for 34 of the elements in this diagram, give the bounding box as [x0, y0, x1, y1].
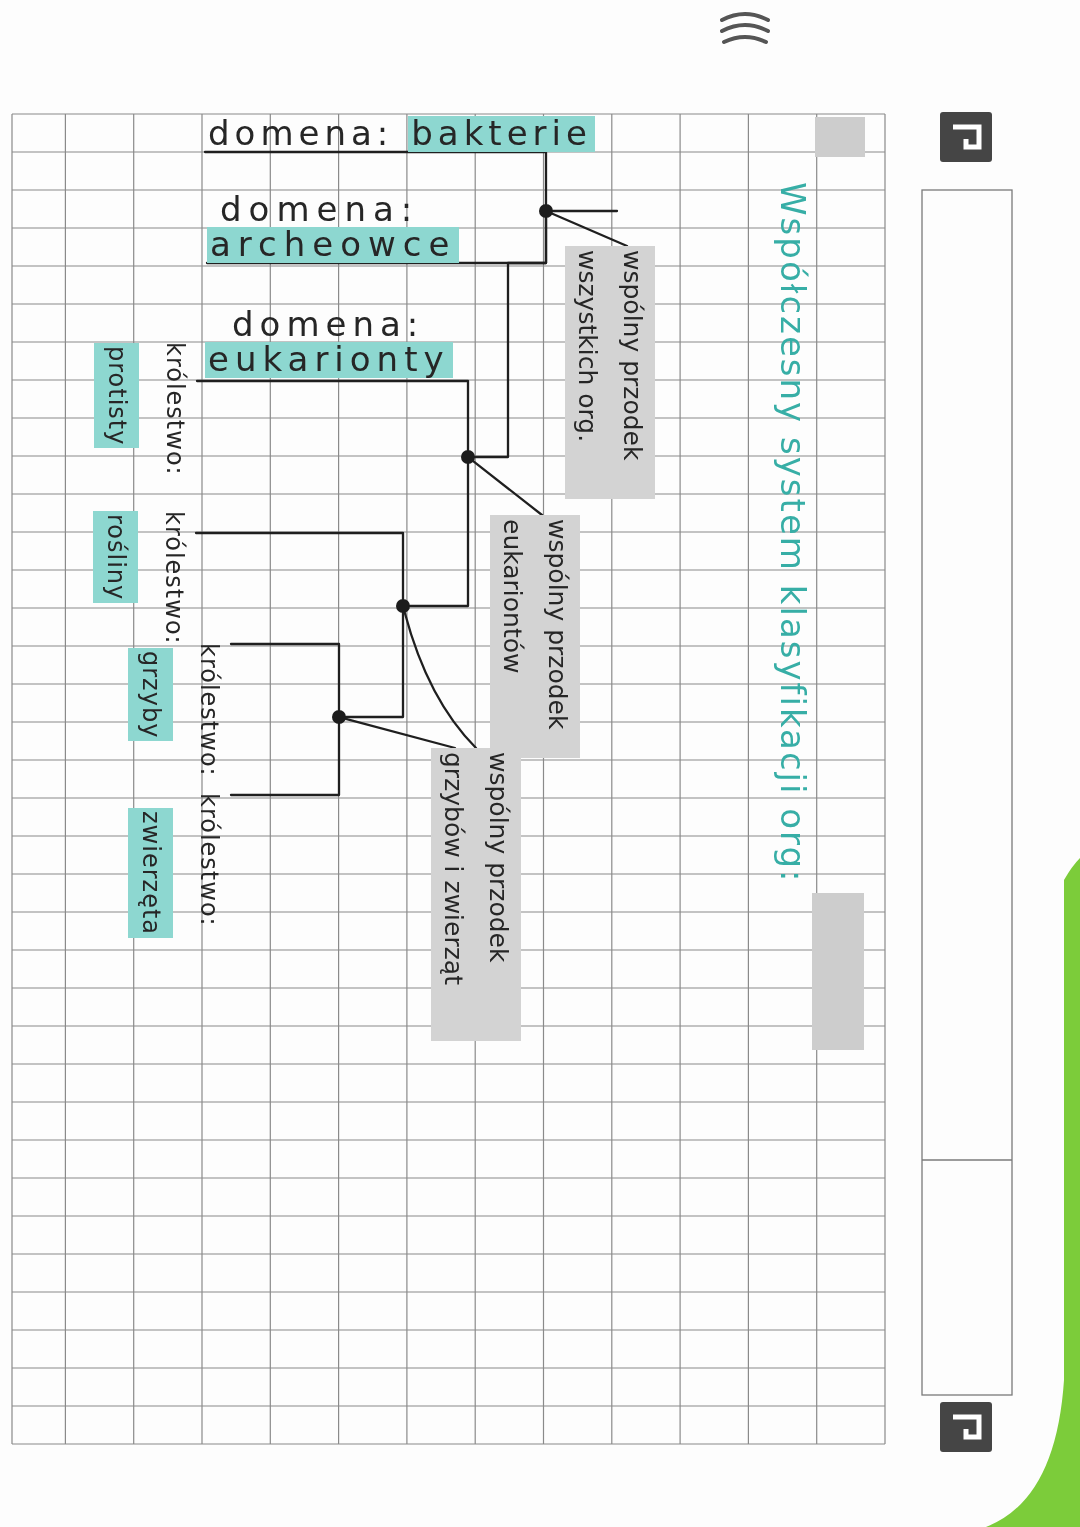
branch-line [195, 379, 470, 452]
taxon-name: zwierzęta [127, 808, 174, 938]
ancestor-label: wspólny przodek wszystkich org. [565, 246, 655, 499]
leader-line [344, 717, 457, 750]
root-line [551, 209, 619, 213]
branch-point-icon [461, 450, 475, 464]
leader-line [472, 460, 544, 517]
leader-line [403, 611, 478, 750]
rank-label: królestwo: [160, 341, 190, 478]
taxon-name: archeowce [207, 227, 460, 263]
rank-label: domena: [207, 116, 395, 152]
taxon-name: eukarionty [205, 342, 453, 378]
rank-label: domena: [219, 191, 421, 228]
taxon-name: grzyby [127, 648, 174, 742]
taxon-name: bakterie [408, 116, 595, 152]
branch-point-icon [396, 599, 410, 613]
rank-label: królestwo: [159, 510, 189, 647]
branch-point-icon [539, 204, 553, 218]
branch-line [473, 216, 548, 459]
taxon-name: protisty [93, 343, 140, 449]
branch-line [229, 642, 341, 712]
rank-label: królestwo: [194, 642, 224, 779]
branch-line [344, 611, 405, 719]
rank-label: królestwo: [194, 792, 224, 929]
branch-line [229, 722, 341, 797]
branch-point-icon [332, 710, 346, 724]
ancestor-label: wspólny przodek grzybów i zwierząt [431, 748, 521, 1041]
taxon-name: rośliny [92, 511, 139, 604]
page-title: Współczesny system klasyfikacji org: [772, 182, 813, 884]
leader-line [551, 212, 629, 248]
branch-line [408, 462, 470, 608]
rank-label: domena: [231, 306, 426, 343]
branch-line [194, 531, 405, 601]
branch-line [203, 150, 548, 206]
